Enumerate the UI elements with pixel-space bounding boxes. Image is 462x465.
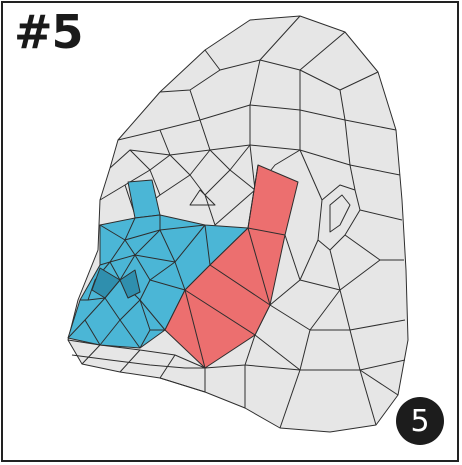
lowpoly-gorilla-head-model xyxy=(0,0,462,465)
